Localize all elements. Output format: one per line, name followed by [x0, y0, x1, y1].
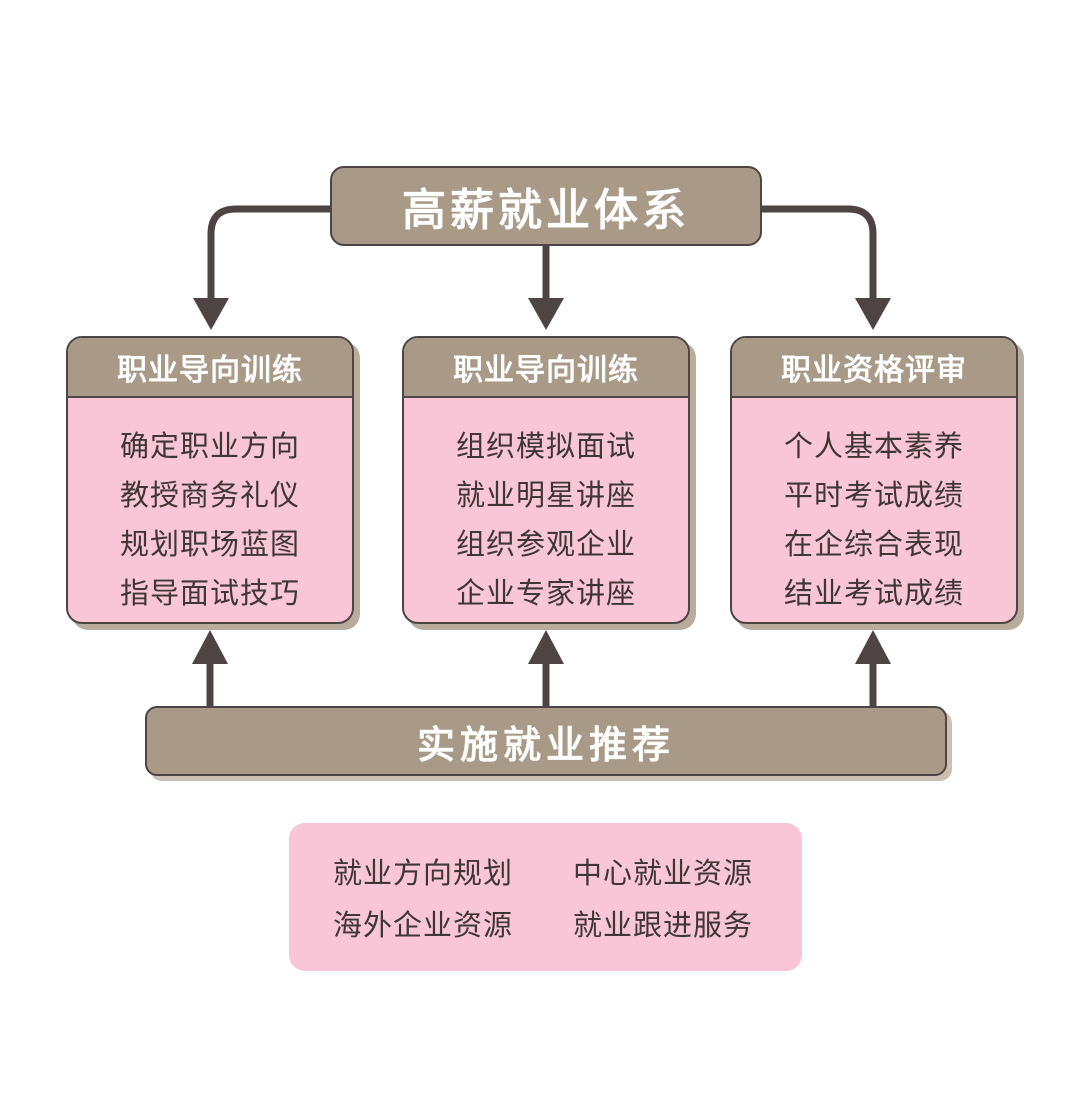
card-career-guidance-2: 职业导向训练 组织模拟面试 就业明星讲座 组织参观企业 企业专家讲座	[402, 336, 690, 624]
employment-recommendation-bar: 实施就业推荐	[145, 706, 947, 776]
arrow-up-center-icon	[528, 630, 564, 664]
list-item: 规划职场蓝图	[119, 527, 300, 561]
arrow-right-line	[762, 205, 877, 302]
card-item-list: 个人基本素养 平时考试成绩 在企综合表现 结业考试成绩	[732, 398, 1016, 618]
card-item-list: 组织模拟面试 就业明星讲座 组织参观企业 企业专家讲座	[404, 398, 688, 618]
list-item: 教授商务礼仪	[119, 478, 300, 512]
system-title: 高薪就业体系	[402, 185, 690, 236]
card-heading: 职业导向训练	[68, 338, 352, 398]
arrow-down-left-icon	[193, 298, 229, 330]
list-item: 确定职业方向	[119, 429, 300, 463]
list-item: 在企综合表现	[783, 527, 964, 561]
list-item: 结业考试成绩	[783, 576, 964, 610]
card-qualification-review: 职业资格评审 个人基本素养 平时考试成绩 在企综合表现 结业考试成绩	[730, 336, 1018, 624]
arrow-down-right-icon	[855, 298, 891, 330]
service-item: 中心就业资源	[573, 856, 754, 890]
list-item: 个人基本素养	[783, 429, 964, 463]
list-item: 指导面试技巧	[119, 576, 300, 610]
arrow-up-right-icon	[855, 630, 891, 664]
service-item: 就业跟进服务	[573, 908, 754, 942]
list-item: 平时考试成绩	[783, 478, 964, 512]
system-title-bar: 高薪就业体系	[330, 166, 762, 246]
arrow-down-center-icon	[528, 298, 564, 330]
employment-recommendation-label: 实施就业推荐	[416, 722, 675, 767]
card-item-list: 确定职业方向 教授商务礼仪 规划职场蓝图 指导面试技巧	[68, 398, 352, 618]
service-item: 就业方向规划	[333, 856, 514, 890]
card-heading: 职业导向训练	[404, 338, 688, 398]
list-item: 组织模拟面试	[455, 429, 636, 463]
arrow-up-left-icon	[192, 630, 228, 664]
card-career-guidance-1: 职业导向训练 确定职业方向 教授商务礼仪 规划职场蓝图 指导面试技巧	[66, 336, 354, 624]
service-item: 海外企业资源	[333, 908, 514, 942]
card-heading: 职业资格评审	[732, 338, 1016, 398]
list-item: 组织参观企业	[455, 527, 636, 561]
arrow-left-line	[207, 205, 330, 302]
list-item: 就业明星讲座	[455, 478, 636, 512]
list-item: 企业专家讲座	[455, 576, 636, 610]
services-box: 就业方向规划 中心就业资源 海外企业资源 就业跟进服务	[289, 823, 802, 971]
